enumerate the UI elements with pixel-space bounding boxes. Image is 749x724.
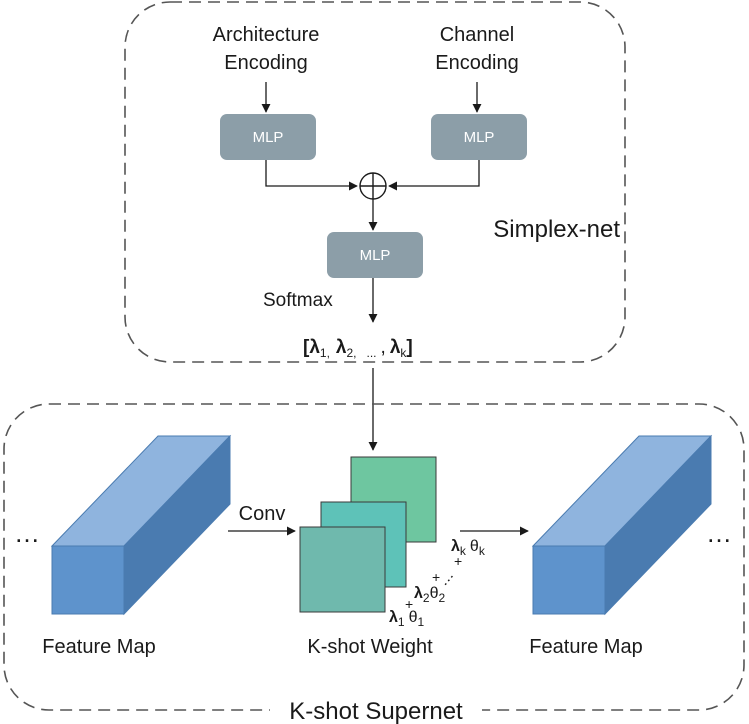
left-feature-map-cuboid xyxy=(50,434,232,616)
arrow-mlp-left-to-sum xyxy=(265,160,358,191)
simplex-net-title: Simplex-net xyxy=(493,216,620,243)
mlp-channel-label: MLP xyxy=(464,129,495,146)
term-k-plus: + xyxy=(454,553,462,569)
term-1-plus: + xyxy=(405,596,413,612)
left-ellipsis: … xyxy=(14,518,40,548)
left-feature-map-label: Feature Map xyxy=(42,636,155,658)
kshot-weight-label: K-shot Weight xyxy=(307,636,433,658)
sum-node-icon xyxy=(359,172,387,200)
channel-encoding-label-line1: Channel xyxy=(440,24,515,46)
channel-encoding-label-line2: Encoding xyxy=(435,52,518,74)
mlp-channel-box xyxy=(431,114,527,160)
mlp-combined-box xyxy=(327,232,423,278)
term-dots: ⋮ xyxy=(439,569,460,590)
architecture-encoding-label-line1: Architecture xyxy=(213,24,320,46)
mlp-combined-label: MLP xyxy=(360,247,391,264)
mlp-architecture-label: MLP xyxy=(253,129,284,146)
term-2: λ2θ2 xyxy=(414,585,446,605)
lambda-vector: [λ1,λ2,...,λk] xyxy=(303,337,413,360)
arrow-mlp-right-to-sum xyxy=(388,160,480,191)
mlp-architecture-box xyxy=(220,114,316,160)
softmax-label: Softmax xyxy=(263,290,333,311)
kshot-supernet-title: K-shot Supernet xyxy=(289,698,463,724)
weight-front-square xyxy=(299,526,386,613)
conv-label: Conv xyxy=(239,503,286,525)
term-2-plus: + xyxy=(432,569,440,585)
kshot-supernet-title-bg xyxy=(270,696,482,724)
right-feature-map-cuboid xyxy=(531,434,713,616)
architecture-encoding-label-line2: Encoding xyxy=(224,52,307,74)
simplex-net-region xyxy=(124,1,626,363)
right-ellipsis: … xyxy=(706,518,732,548)
right-feature-map-label: Feature Map xyxy=(529,636,642,658)
